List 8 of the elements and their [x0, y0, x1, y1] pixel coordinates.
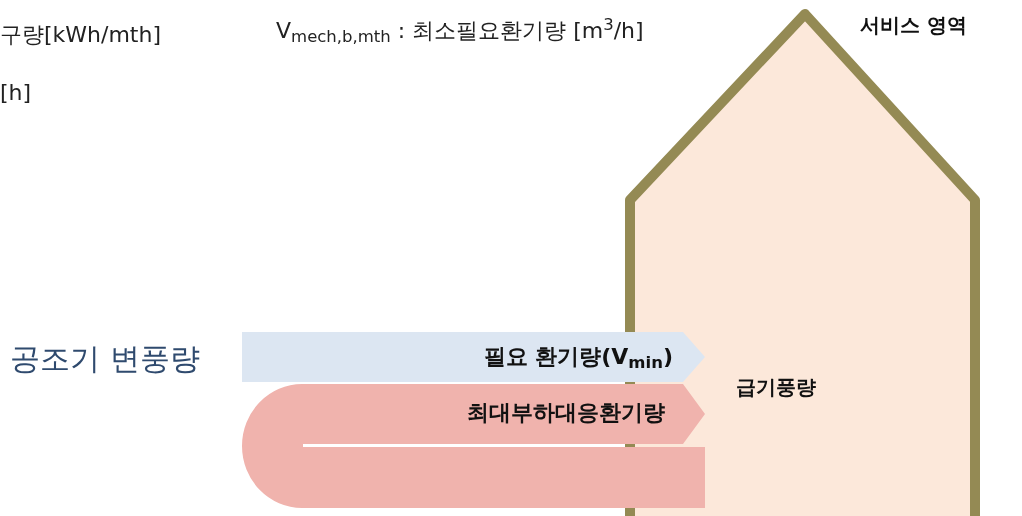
band-label: 필요 환기량(V$_{min}$) — [483, 343, 673, 373]
unit-label: [h] — [0, 79, 32, 107]
area-heading: 서비스 영역 — [860, 12, 967, 39]
definition-text: V$_{mech,b,mth}$ : 최소필요환기량 [m$^{3}$/h] — [276, 14, 644, 47]
band-label: 최대부하대응환기량 — [467, 399, 665, 427]
node-text: 급기풍량 — [736, 374, 816, 401]
unit-label: 구량[kWh/mth] — [0, 21, 161, 49]
side-title: 공조기 변풍량 — [10, 340, 200, 378]
